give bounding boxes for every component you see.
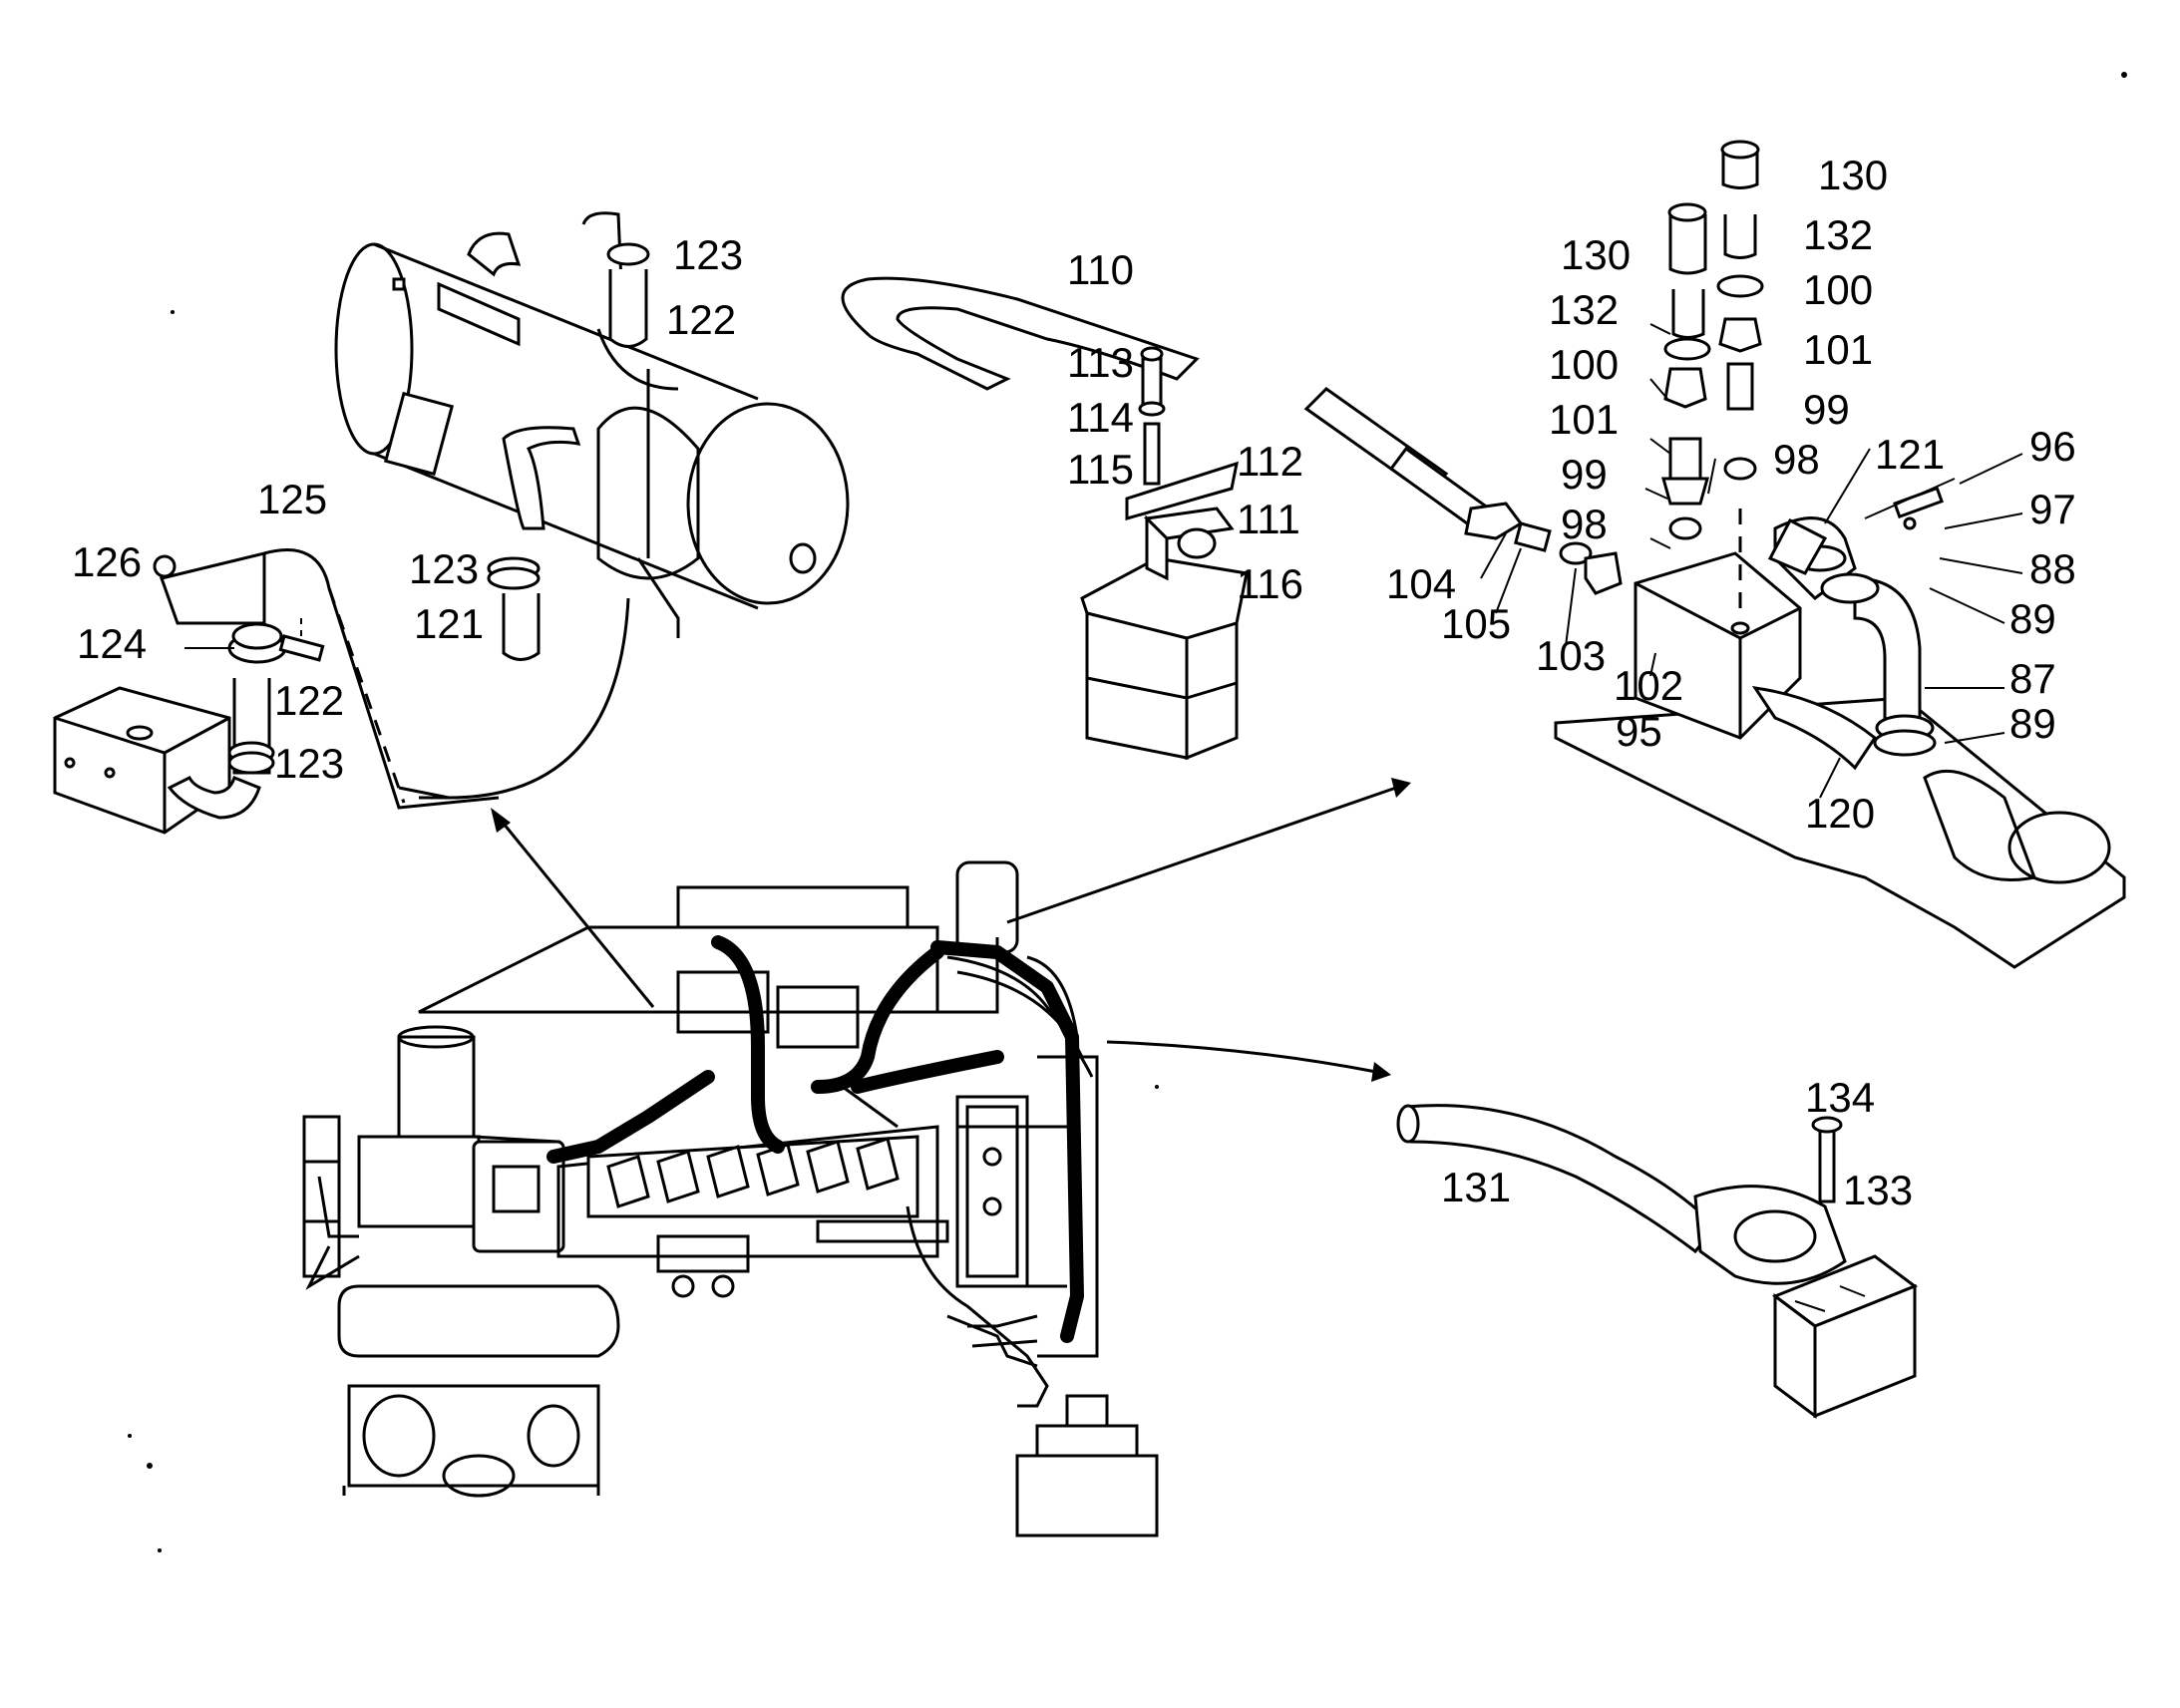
- callout-89-b: 89: [2009, 700, 2056, 747]
- callout-132-a: 132: [1549, 286, 1619, 333]
- callout-114: 114: [1067, 394, 1134, 441]
- callout-126: 126: [72, 538, 142, 585]
- callout-98-a: 98: [1561, 501, 1608, 547]
- callout-110: 110: [1067, 246, 1134, 293]
- specks: [128, 72, 2127, 1552]
- hose-110: [841, 276, 1499, 536]
- callout-95: 95: [1616, 708, 1662, 755]
- callout-130-a: 130: [1561, 231, 1631, 278]
- callout-121-b: 121: [1875, 431, 1945, 478]
- callout-134: 134: [1805, 1074, 1875, 1121]
- callout-96: 96: [2029, 423, 2076, 470]
- left-bracket-assembly: [53, 548, 500, 835]
- callout-97: 97: [2029, 486, 2076, 532]
- callout-101-b: 101: [1803, 326, 1873, 373]
- callout-87: 87: [2009, 655, 2056, 702]
- callout-124: 124: [77, 620, 147, 667]
- callout-123-c: 123: [274, 740, 344, 787]
- callout-100-a: 100: [1549, 341, 1619, 388]
- callout-113: 113: [1067, 339, 1134, 386]
- mount-assembly: [1080, 346, 1249, 761]
- callout-111: 111: [1237, 496, 1300, 542]
- pump-side-fittings: [1464, 486, 1944, 595]
- heater-callout-parts: [487, 242, 650, 661]
- arrows: [491, 778, 1411, 1082]
- callout-101-a: 101: [1549, 396, 1619, 443]
- callout-133: 133: [1843, 1167, 1913, 1213]
- callout-122-a: 122: [666, 296, 736, 343]
- callout-103: 103: [1536, 632, 1606, 679]
- callout-131: 131: [1441, 1164, 1511, 1210]
- callout-112: 112: [1237, 438, 1303, 485]
- callout-102: 102: [1614, 662, 1683, 709]
- callout-88: 88: [2029, 545, 2076, 592]
- pump-fittings-left: [1661, 202, 1711, 540]
- main-engine-assembly: [302, 860, 1159, 1537]
- pump-assembly: [1554, 516, 2126, 969]
- callout-125: 125: [257, 476, 327, 522]
- callout-98-b: 98: [1773, 436, 1820, 483]
- pump-fittings-right: [1716, 140, 1764, 481]
- callout-132-b: 132: [1803, 211, 1873, 258]
- callout-122-b: 122: [274, 677, 344, 724]
- callout-123-a: 123: [673, 231, 743, 278]
- callout-104: 104: [1386, 560, 1456, 607]
- callout-121-a: 121: [414, 600, 484, 647]
- callout-130-b: 130: [1818, 152, 1888, 198]
- callout-116: 116: [1237, 560, 1303, 607]
- callout-105: 105: [1441, 600, 1511, 647]
- battery-hose-assembly: [1396, 1104, 1919, 1419]
- main-thick-hoses: [546, 935, 1094, 1348]
- callout-89-a: 89: [2009, 595, 2056, 642]
- callout-120: 120: [1805, 790, 1875, 837]
- callout-123-b: 123: [409, 545, 479, 592]
- callout-99-b: 99: [1803, 386, 1850, 433]
- callout-99-a: 99: [1561, 451, 1608, 498]
- heater-unit: [334, 211, 850, 800]
- callout-100-b: 100: [1803, 266, 1873, 313]
- callout-115: 115: [1067, 446, 1134, 493]
